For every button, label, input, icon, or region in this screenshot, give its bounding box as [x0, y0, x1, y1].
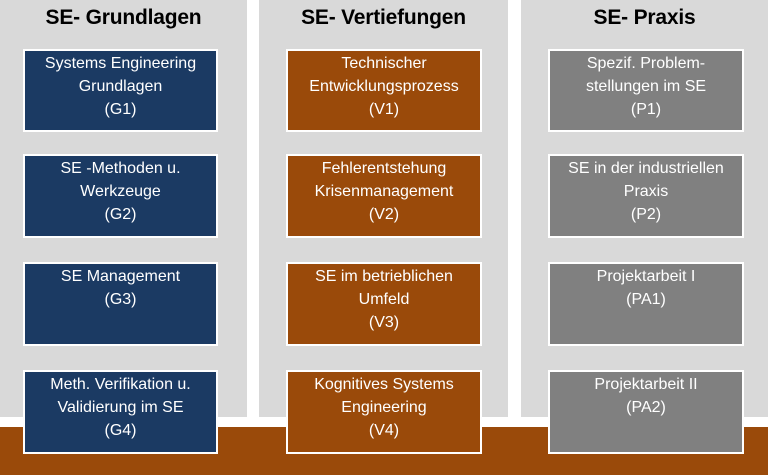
module-text: Werkzeuge — [80, 183, 161, 200]
column-title-praxis: SE- Praxis — [593, 6, 696, 29]
module-box-p1: Spezif. Problem- stellungen im SE (P1) — [548, 49, 744, 132]
module-code: (G4) — [104, 422, 137, 439]
module-box-v1: Technischer Entwicklungsprozess (V1) — [286, 49, 482, 132]
module-code: (PA1) — [626, 291, 666, 308]
module-box-g4: Meth. Verifikation u. Validierung im SE … — [23, 370, 218, 454]
module-text: Entwicklungsprozess — [309, 78, 459, 95]
module-text: SE im betrieblichen — [315, 268, 453, 285]
module-code: (P2) — [630, 206, 662, 223]
column-title-vertiefungen: SE- Vertiefungen — [301, 6, 466, 29]
module-code: (V2) — [368, 206, 400, 223]
module-text: Kognitives Systems — [314, 376, 454, 393]
module-box-pa1: Projektarbeit I (PA1) — [548, 262, 744, 346]
module-box-v2: Fehlerentstehung Krisenmanagement (V2) — [286, 154, 482, 238]
module-box-v3: SE im betrieblichen Umfeld (V3) — [286, 262, 482, 346]
module-code: (V3) — [368, 314, 400, 331]
module-box-v4: Kognitives Systems Engineering (V4) — [286, 370, 482, 454]
module-text: Spezif. Problem- — [586, 55, 706, 72]
module-box-g1: Systems Engineering Grundlagen (G1) — [23, 49, 218, 132]
module-text: Projektarbeit I — [596, 268, 696, 285]
module-text: SE -Methoden u. — [60, 160, 181, 177]
module-text: Grundlagen — [78, 78, 163, 95]
module-text: Umfeld — [358, 291, 410, 308]
module-code: (V1) — [368, 101, 400, 118]
column-title-grundlagen: SE- Grundlagen — [45, 6, 202, 29]
module-box-g3: SE Management (G3) — [23, 262, 218, 346]
module-code: (G2) — [104, 206, 137, 223]
module-text: Praxis — [623, 183, 669, 200]
module-text: Systems Engineering — [44, 55, 197, 72]
module-text: Fehlerentstehung — [321, 160, 447, 177]
module-box-pa2: Projektarbeit II (PA2) — [548, 370, 744, 454]
module-text: Technischer — [341, 55, 427, 72]
module-code: (G3) — [104, 291, 137, 308]
module-text: Krisenmanagement — [314, 183, 454, 200]
module-text: SE Management — [60, 268, 181, 285]
module-code: (V4) — [368, 422, 400, 439]
module-box-p2: SE in der industriellen Praxis (P2) — [548, 154, 744, 238]
module-text: SE in der industriellen — [568, 160, 724, 177]
module-text: Projektarbeit II — [594, 376, 698, 393]
module-box-g2: SE -Methoden u. Werkzeuge (G2) — [23, 154, 218, 238]
module-code: (G1) — [104, 101, 137, 118]
module-text: stellungen im SE — [585, 78, 707, 95]
module-text: Validierung im SE — [57, 399, 184, 416]
module-text: Meth. Verifikation u. — [50, 376, 191, 393]
module-code: (P1) — [630, 101, 662, 118]
module-text: Engineering — [341, 399, 427, 416]
module-code: (PA2) — [626, 399, 666, 416]
